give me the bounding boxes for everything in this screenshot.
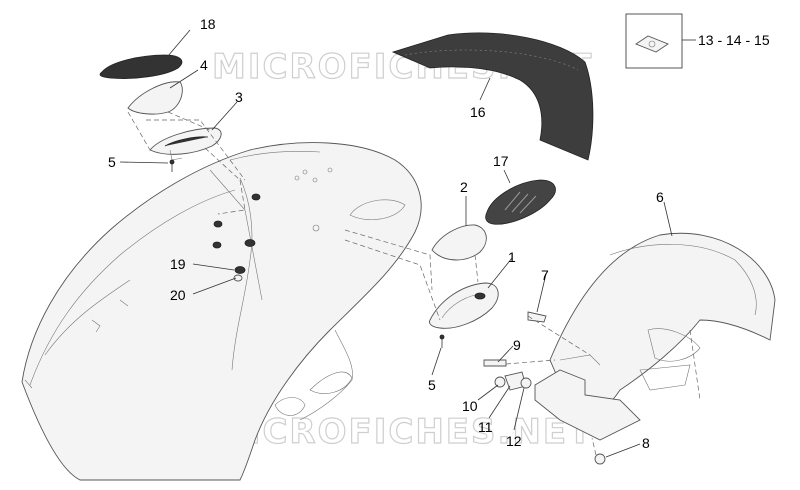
- callout-7: 7: [541, 267, 549, 283]
- callouts: 18 4 3 5 16 13 - 14 - 15 17 2 1 6 7 19 2…: [108, 16, 770, 451]
- part-17-pad: [485, 179, 556, 225]
- callout-13-14-15: 13 - 14 - 15: [698, 32, 770, 48]
- callout-10: 10: [462, 398, 478, 414]
- callout-1: 1: [508, 249, 516, 265]
- part-16-mudguard: [391, 32, 594, 161]
- body-clips: [212, 193, 261, 282]
- callout-8: 8: [642, 435, 650, 451]
- leader-lines: [119, 29, 673, 458]
- hardware-screws: [169, 159, 606, 465]
- watermark-bottom: MICROFICHES.NET: [212, 412, 593, 452]
- callout-3: 3: [235, 89, 243, 105]
- callout-6: 6: [656, 189, 664, 205]
- callout-12: 12: [506, 433, 522, 449]
- callout-5-upper: 5: [108, 154, 116, 170]
- part-3-lamp-housing: [149, 127, 222, 161]
- callout-9: 9: [513, 337, 521, 353]
- callout-20: 20: [170, 287, 186, 303]
- callout-4: 4: [200, 57, 208, 73]
- rear-body-fairing: [21, 142, 422, 481]
- callout-17: 17: [493, 153, 509, 169]
- part-4-lens: [127, 81, 183, 115]
- part-2-lens: [431, 224, 487, 261]
- callout-16: 16: [470, 104, 486, 120]
- callout-19: 19: [170, 256, 186, 272]
- part-6-rear-mudguard: [534, 232, 776, 441]
- assembly-guides: [127, 111, 701, 456]
- part-1-lamp-housing: [429, 282, 499, 329]
- part-18-pad: [99, 54, 183, 79]
- callout-5-lower: 5: [428, 377, 436, 393]
- callout-18: 18: [200, 16, 216, 32]
- callout-11: 11: [478, 419, 493, 435]
- part-13-14-15-box: [625, 13, 696, 69]
- callout-2: 2: [460, 179, 468, 195]
